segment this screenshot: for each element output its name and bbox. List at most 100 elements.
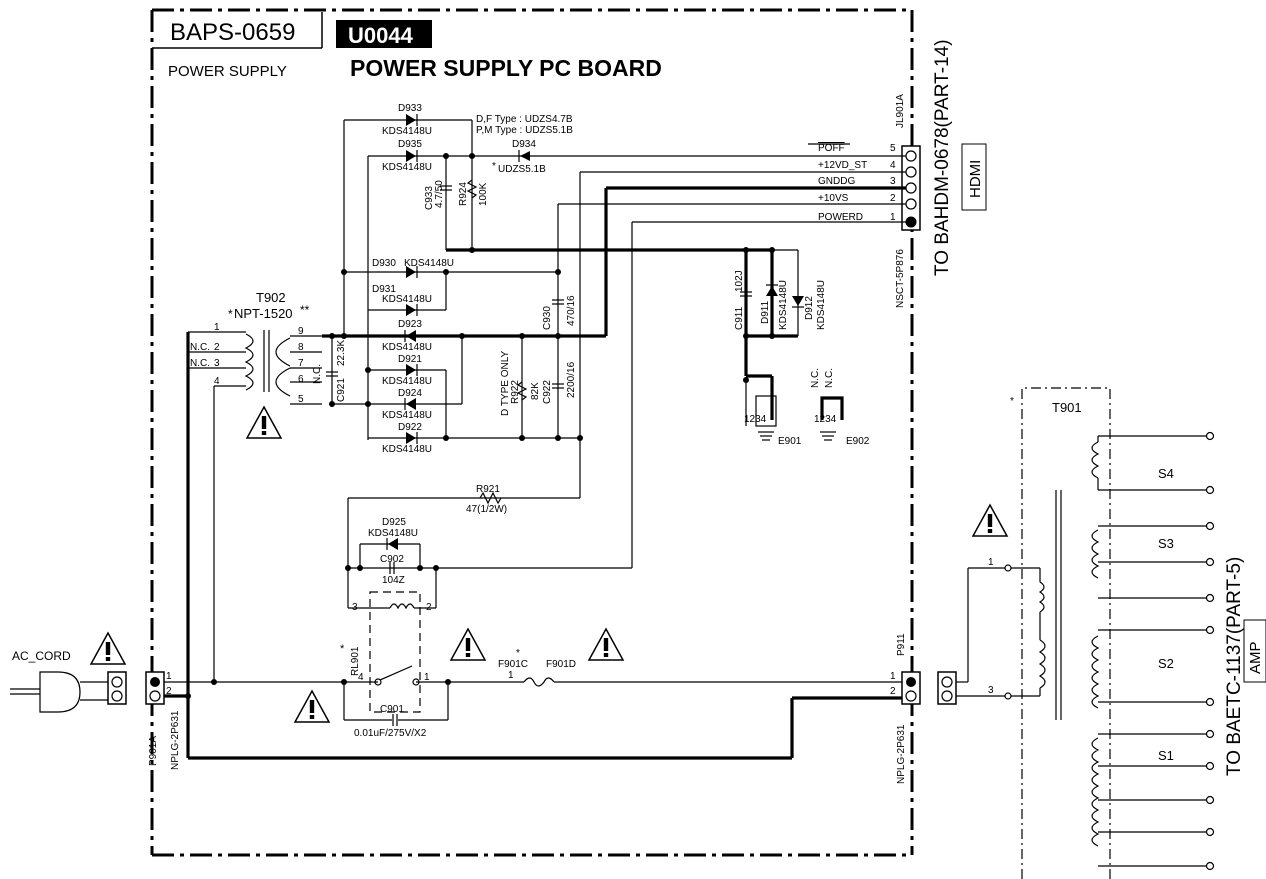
svg-text:22.3K: 22.3K [336, 340, 347, 366]
svg-text:82K: 82K [530, 382, 541, 400]
svg-text:104Z: 104Z [382, 575, 405, 586]
diode-d930: D930 KDS4148U [341, 258, 561, 278]
winding-s2: S2 [1158, 656, 1174, 671]
svg-text:D935: D935 [398, 139, 422, 150]
svg-text:C911: C911 [734, 306, 745, 330]
svg-text:100K: 100K [478, 182, 489, 206]
svg-text:2: 2 [166, 686, 172, 697]
svg-text:7: 7 [298, 358, 304, 369]
diode-d924: D924 KDS4148U [332, 336, 463, 421]
svg-text:T902: T902 [256, 290, 286, 305]
svg-text:KDS4148U: KDS4148U [382, 342, 432, 353]
svg-text:KDS4148U: KDS4148U [382, 126, 432, 137]
resistor-r922: D TYPE ONLY R922 82K [500, 336, 541, 438]
svg-text:C930: C930 [542, 306, 553, 330]
svg-text:*: * [228, 307, 233, 321]
svg-text:D911: D911 [760, 300, 771, 324]
svg-text:2: 2 [890, 686, 896, 697]
svg-text:2: 2 [426, 602, 432, 613]
svg-text:1: 1 [214, 322, 220, 333]
svg-text:P911: P911 [896, 633, 907, 656]
transformer-t901: * T901 1 3 S4 S3 S2 S1 [937, 387, 1215, 879]
svg-text:3: 3 [214, 358, 220, 369]
resistor-r924: R924 100K [458, 179, 489, 206]
svg-text:R924: R924 [458, 182, 469, 206]
svg-text:D930: D930 [372, 258, 396, 269]
connector-p911: 1 2 P911 NPLG-2P631 [890, 633, 921, 784]
svg-text:1234: 1234 [814, 414, 837, 425]
amp-box [1243, 619, 1266, 683]
hdmi-label: HDMI [967, 160, 984, 198]
signal-10vs: +10VS [818, 193, 849, 204]
svg-text:1: 1 [890, 212, 896, 223]
svg-text:9: 9 [298, 326, 304, 337]
svg-text:1: 1 [988, 557, 994, 568]
amp-destination: TO BAETC-1137(PART-5) [1224, 557, 1245, 776]
signal-list: POFF 5 +12VD_ST 4 GNDDG 3 +10VS 2 POWERD… [818, 143, 896, 223]
svg-text:3: 3 [352, 602, 358, 613]
svg-text:5: 5 [298, 394, 304, 405]
svg-text:5: 5 [890, 143, 896, 154]
capacitor-c922: C922 2200/16 [542, 361, 577, 404]
svg-text:D912: D912 [804, 296, 815, 320]
ground-e902: N.C. N.C. 1234 E902 [810, 368, 870, 447]
signal-poff: POFF [818, 143, 845, 154]
signal-wires [472, 143, 906, 568]
svg-text:4: 4 [358, 672, 364, 683]
svg-text:*: * [516, 648, 520, 659]
svg-text:1: 1 [166, 671, 172, 682]
diode-d925: D925 KDS4148U [359, 517, 421, 568]
svg-text:C901: C901 [380, 704, 404, 715]
winding-s1: S1 [1158, 748, 1174, 763]
svg-text:C921: C921 [336, 378, 347, 402]
svg-text:470/16: 470/16 [566, 295, 577, 326]
board-frame [150, 8, 914, 857]
svg-text:3: 3 [988, 685, 994, 696]
svg-text:E901: E901 [778, 436, 802, 447]
svg-text:1: 1 [890, 671, 896, 682]
svg-text:6: 6 [298, 374, 304, 385]
svg-text:*: * [340, 643, 345, 655]
svg-text:KDS4148U: KDS4148U [382, 294, 432, 305]
unit-code: U0044 [348, 23, 414, 48]
svg-text:NPT-1520: NPT-1520 [234, 306, 293, 321]
diode-d931: D931 KDS4148U [368, 272, 447, 316]
svg-text:D922: D922 [398, 422, 422, 433]
svg-text:D933: D933 [398, 103, 422, 114]
svg-text:KDS4148U: KDS4148U [816, 280, 827, 330]
resistor-r921: R921 47(1/2W) [347, 438, 581, 568]
svg-text:C933: C933 [424, 186, 435, 210]
capacitor-c902: C902 104Z [345, 554, 632, 586]
diode-d935: D935 KDS4148U [368, 139, 472, 173]
svg-text:NPLG-2P631: NPLG-2P631 [170, 710, 181, 770]
svg-text:RL901: RL901 [350, 646, 361, 676]
svg-text:2: 2 [890, 193, 896, 204]
diode-d934: D934 * UDZS5.1B [492, 139, 546, 175]
svg-text:4: 4 [890, 160, 896, 171]
board-title: POWER SUPPLY PC BOARD [350, 55, 662, 81]
signal-12vd-st: +12VD_ST [818, 160, 867, 171]
svg-text:KDS4148U: KDS4148U [368, 528, 418, 539]
diode-d933: D933 KDS4148U [344, 103, 472, 137]
amp-label: AMP [1247, 641, 1264, 674]
ac-cord-plug: AC_CORD [10, 632, 127, 713]
svg-text:KDS4148U: KDS4148U [778, 280, 789, 330]
hdmi-destination: TO BAHDM-0678(PART-14) [932, 39, 953, 276]
note-df-type: D,F Type : UDZS4.7B [476, 114, 573, 125]
svg-text:KDS4148U: KDS4148U [382, 376, 432, 387]
svg-text:C902: C902 [380, 554, 404, 565]
svg-text:N.C.: N.C. [824, 368, 835, 388]
board-code: BAPS-0659 [170, 19, 295, 46]
svg-text:*: * [1010, 396, 1014, 407]
svg-text:N.C.: N.C. [810, 368, 821, 388]
svg-text:**: ** [300, 303, 310, 317]
svg-text:1: 1 [424, 672, 430, 683]
unit-code-badge [336, 20, 432, 48]
svg-text:3: 3 [890, 176, 896, 187]
diode-d923: D923 KDS4148U [322, 319, 606, 353]
svg-text:8: 8 [298, 342, 304, 353]
diode-d922: D922 KDS4148U [368, 370, 583, 455]
svg-text:C922: C922 [542, 380, 553, 404]
capacitor-c911: C911 102J [734, 270, 752, 330]
